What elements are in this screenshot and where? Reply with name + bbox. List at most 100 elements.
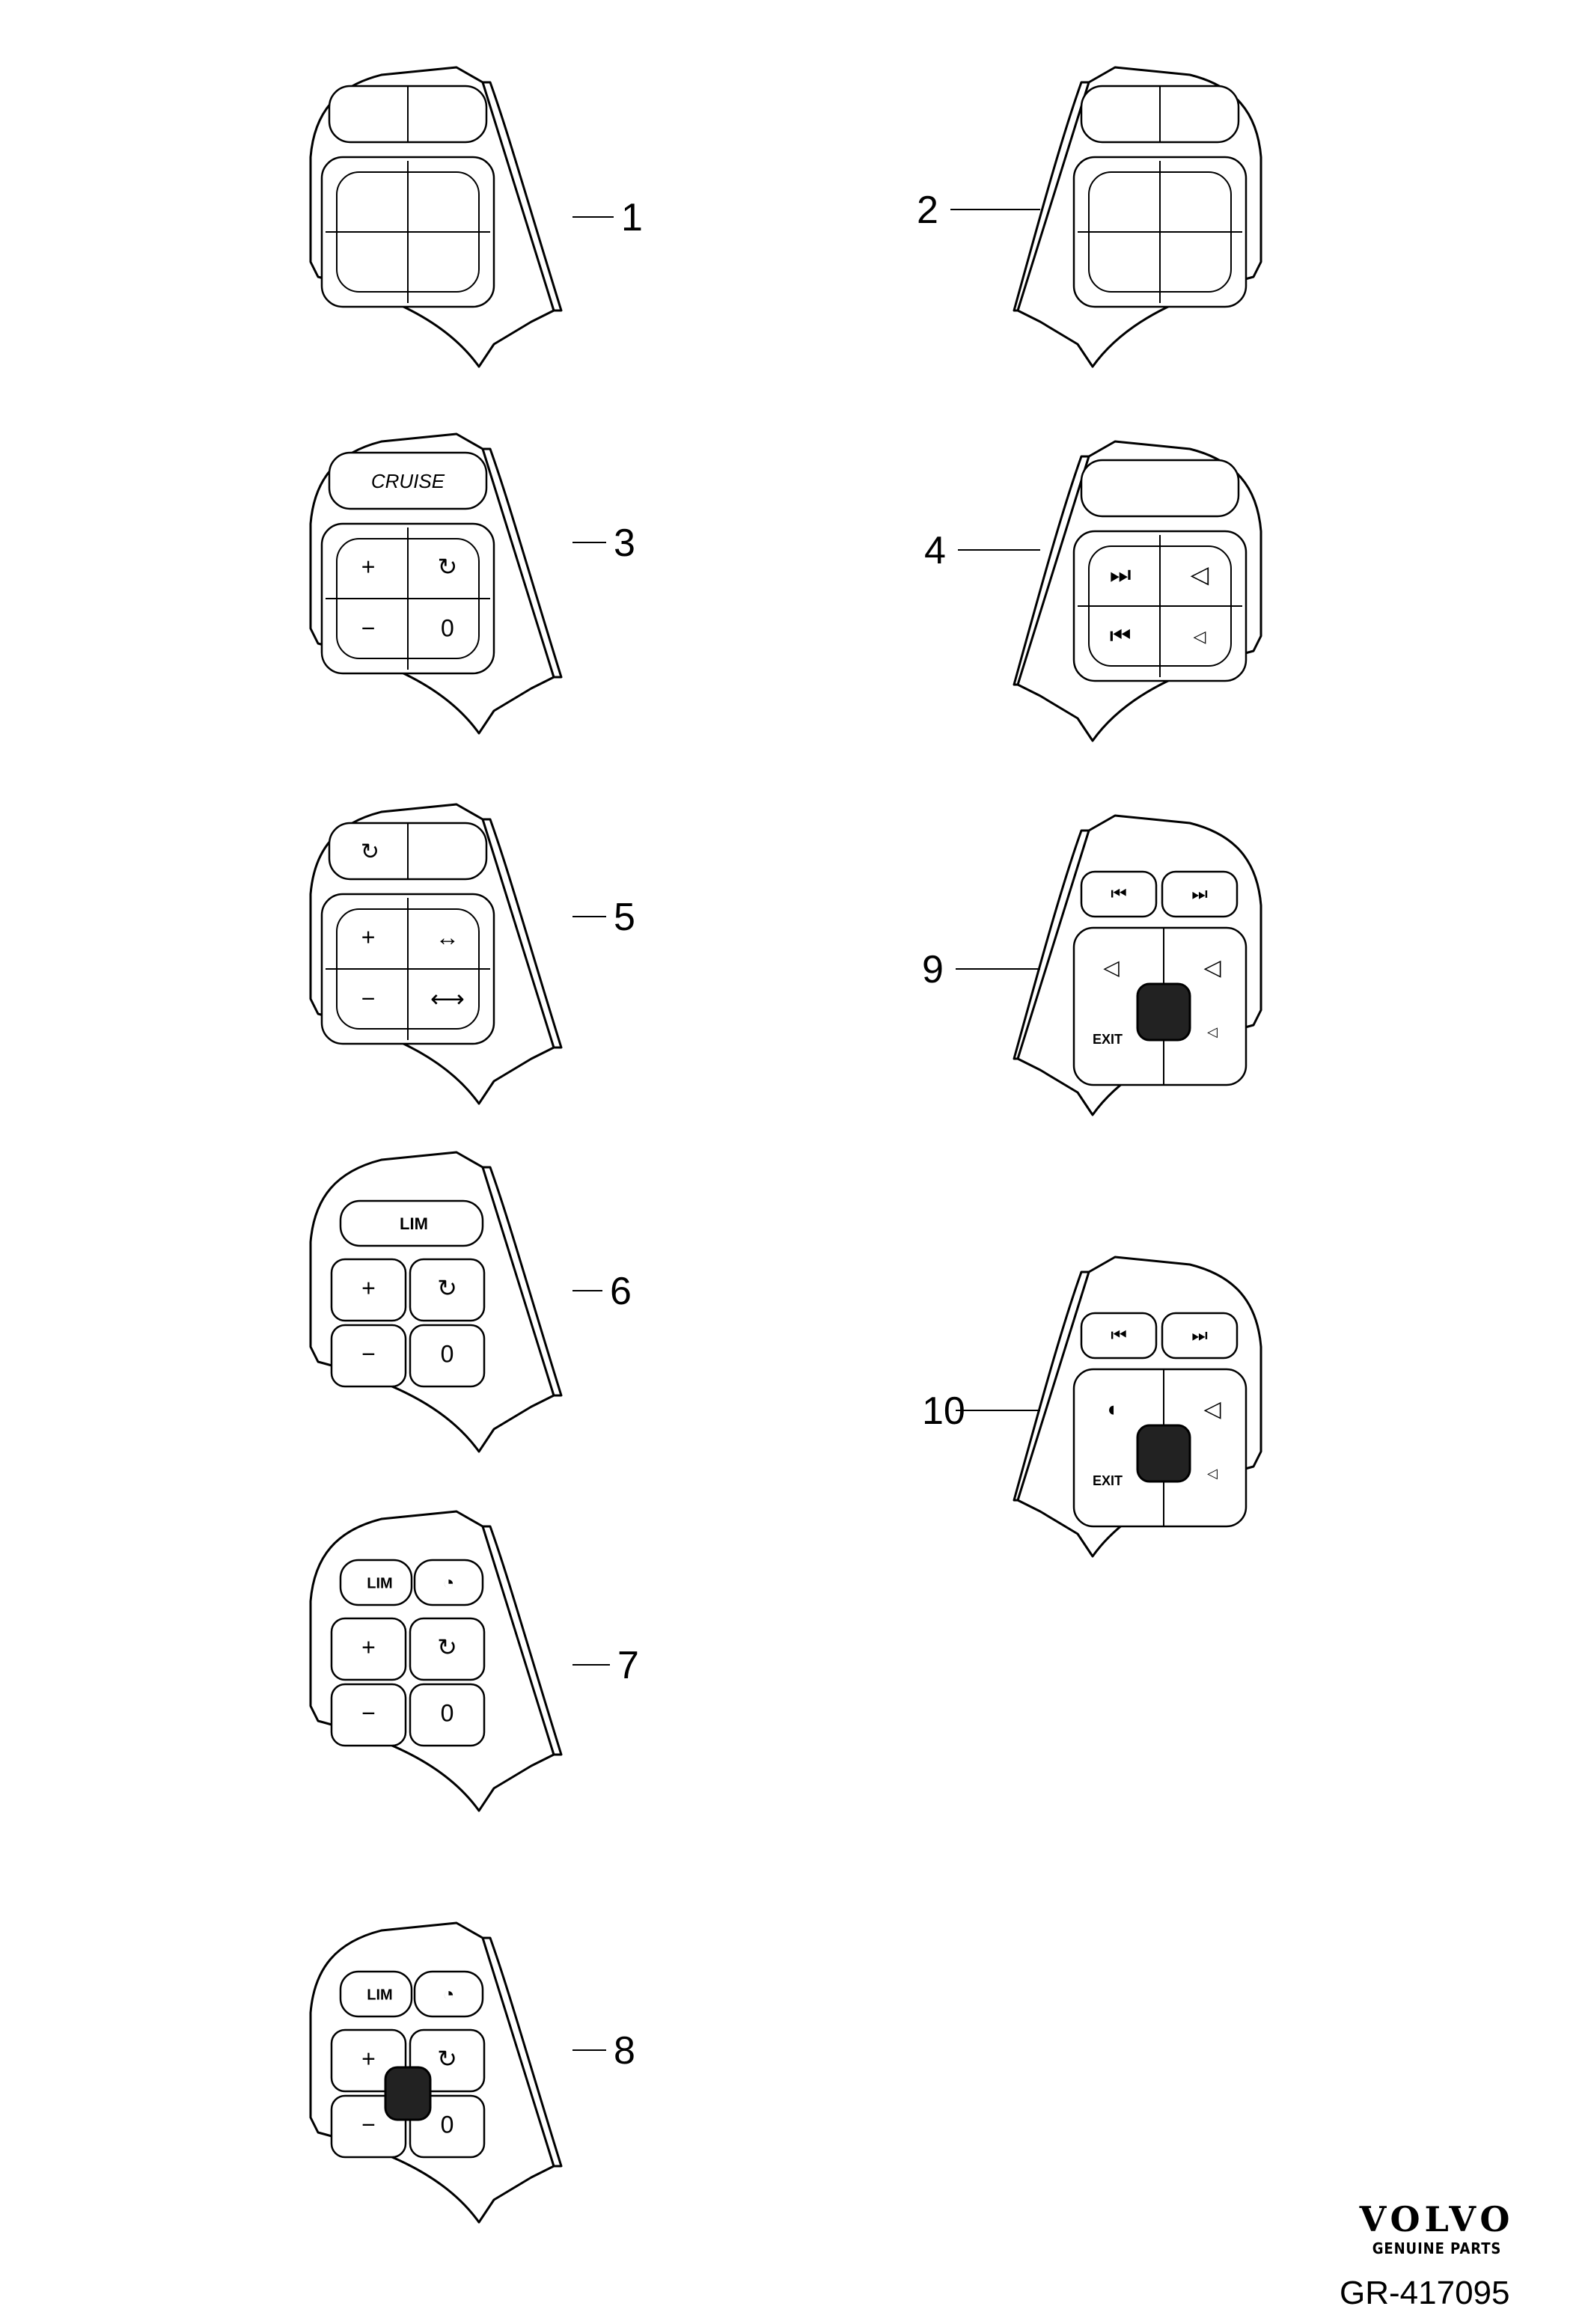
resume-icon: ↻: [437, 1633, 457, 1660]
minus-button[interactable]: [330, 1683, 407, 1747]
resume-icon: ↻: [437, 2045, 457, 2072]
resume-button[interactable]: [409, 1258, 486, 1322]
previous-track-button[interactable]: [1080, 870, 1158, 918]
reference-code: GR-417095: [1340, 2275, 1510, 2311]
plus-button-label: +: [361, 923, 376, 950]
previous-track-icon: ⏮: [1111, 1325, 1127, 1345]
next-track-icon: ⏭: [1191, 1325, 1208, 1345]
thumb-wheel[interactable]: [1136, 982, 1191, 1042]
minus-button-label: −: [361, 2111, 376, 2138]
plus-button[interactable]: [330, 1258, 407, 1322]
callout-number-9: 9: [922, 948, 944, 991]
zero-button[interactable]: [409, 1324, 486, 1388]
side-flange: [481, 1936, 563, 2168]
callout-number-7: 7: [617, 1644, 639, 1687]
next-track-button[interactable]: [1161, 1312, 1239, 1360]
previous-track-icon: ⏮: [1110, 622, 1132, 649]
next-track-icon: ⏭: [1110, 560, 1132, 587]
side-flange: [1013, 455, 1090, 686]
plus-button-label: +: [361, 2045, 376, 2072]
side-flange: [1013, 829, 1090, 1060]
minus-button-label: −: [361, 985, 376, 1012]
speed-limiter-label: LIM: [400, 1214, 428, 1233]
brand-tagline: GENUINE PARTS: [1372, 2239, 1502, 2257]
minus-button[interactable]: [330, 1324, 407, 1388]
plus-button[interactable]: [330, 1617, 407, 1681]
part-10-assembly: ⏮ ⏭ ◖ ◁ ◁ EXIT: [1013, 1256, 1262, 1558]
callout-number-3: 3: [614, 522, 635, 565]
part-3-assembly: CRUISE+↻−0: [309, 432, 563, 735]
volume-down-icon: ◁: [1207, 1466, 1218, 1481]
voice-icon: ◖: [1105, 1397, 1118, 1420]
thumb-wheel[interactable]: [1136, 1424, 1191, 1483]
plus-button-label: +: [361, 1633, 376, 1660]
previous-track-icon: ⏮: [1111, 884, 1127, 904]
callout-number-5: 5: [614, 896, 635, 939]
speed-limiter-label: LIM: [367, 1987, 392, 2003]
callout-number-4: 4: [924, 529, 946, 572]
side-flange: [1013, 81, 1090, 312]
part-7-assembly: LIM ◔ + ↻ − 0: [309, 1510, 563, 1812]
volvo-logo: VOLVO GENUINE PARTS: [1343, 2200, 1530, 2258]
part-5-assembly: ↻ + ↔ − ⟷: [309, 803, 563, 1105]
acc-button[interactable]: [413, 1970, 484, 2018]
resume-icon: ↻: [361, 840, 379, 864]
exit-label: EXIT: [1093, 1032, 1123, 1047]
brand-name: VOLVO: [1359, 2199, 1515, 2239]
volume-down-icon: ◁: [1207, 1024, 1218, 1039]
speed-limiter-button[interactable]: [339, 1199, 484, 1247]
part-6-assembly: LIM + ↻ − 0: [309, 1151, 563, 1453]
minus-button-label: −: [361, 1340, 376, 1367]
volume-up-icon: ◁: [1203, 1397, 1221, 1422]
side-flange: [481, 1166, 563, 1397]
top-button[interactable]: [328, 451, 488, 510]
part-2-assembly: [1013, 66, 1262, 368]
next-track-icon: ⏭: [1191, 884, 1208, 904]
callout-number-10: 10: [922, 1389, 965, 1433]
plus-button-label: +: [361, 553, 376, 580]
side-flange: [1013, 1270, 1090, 1502]
plus-button-label: +: [361, 1274, 376, 1301]
zero-button-label: 0: [441, 1699, 454, 1726]
side-flange: [481, 1525, 563, 1756]
cruise-label: CRUISE: [371, 470, 445, 492]
zero-button-label: 0: [441, 1340, 454, 1367]
part-1-assembly: [309, 66, 563, 368]
zero-button-label: 0: [441, 614, 454, 641]
part-4-assembly: ⏭ ◁ ⏮ ◁: [1013, 440, 1262, 742]
previous-track-button[interactable]: [1080, 1312, 1158, 1360]
mute-icon: ◁: [1103, 955, 1120, 979]
zero-button[interactable]: [409, 1683, 486, 1747]
callout-number-2: 2: [917, 189, 938, 232]
resume-icon: ↻: [437, 1274, 457, 1301]
volume-down-icon: ◁: [1193, 627, 1206, 646]
distance-icon: ↔: [436, 923, 459, 950]
speed-limiter-label: LIM: [367, 1575, 392, 1591]
side-flange: [481, 818, 563, 1049]
minus-button-label: −: [361, 1699, 376, 1726]
speed-limiter-button[interactable]: [339, 1559, 413, 1606]
acc-button[interactable]: [413, 1559, 484, 1606]
thumb-wheel[interactable]: [384, 2066, 432, 2121]
minus-button-label: −: [361, 614, 376, 641]
speedometer-icon: ◔: [443, 1571, 455, 1594]
speed-limiter-button[interactable]: [339, 1970, 413, 2018]
zero-button-label: 0: [441, 2111, 454, 2138]
speedometer-icon: ◔: [443, 1983, 455, 2005]
part-8-assembly: LIM ◔ + ↻ − 0: [309, 1921, 563, 2224]
resume-button[interactable]: [409, 1617, 486, 1681]
next-track-button[interactable]: [1161, 870, 1239, 918]
volume-up-icon: ◁: [1191, 560, 1209, 587]
callout-number-6: 6: [610, 1270, 632, 1313]
callout-number-1: 1: [621, 196, 643, 239]
distance-long-icon: ⟷: [430, 985, 465, 1012]
side-flange: [481, 447, 563, 679]
part-9-assembly: ⏮ ⏭ ◁ ◁ ◁ EXIT: [1013, 814, 1262, 1116]
top-button[interactable]: [1080, 459, 1240, 518]
exit-label: EXIT: [1093, 1473, 1123, 1488]
volume-up-icon: ◁: [1203, 955, 1221, 980]
side-flange: [481, 81, 563, 312]
callout-number-8: 8: [614, 2029, 635, 2073]
